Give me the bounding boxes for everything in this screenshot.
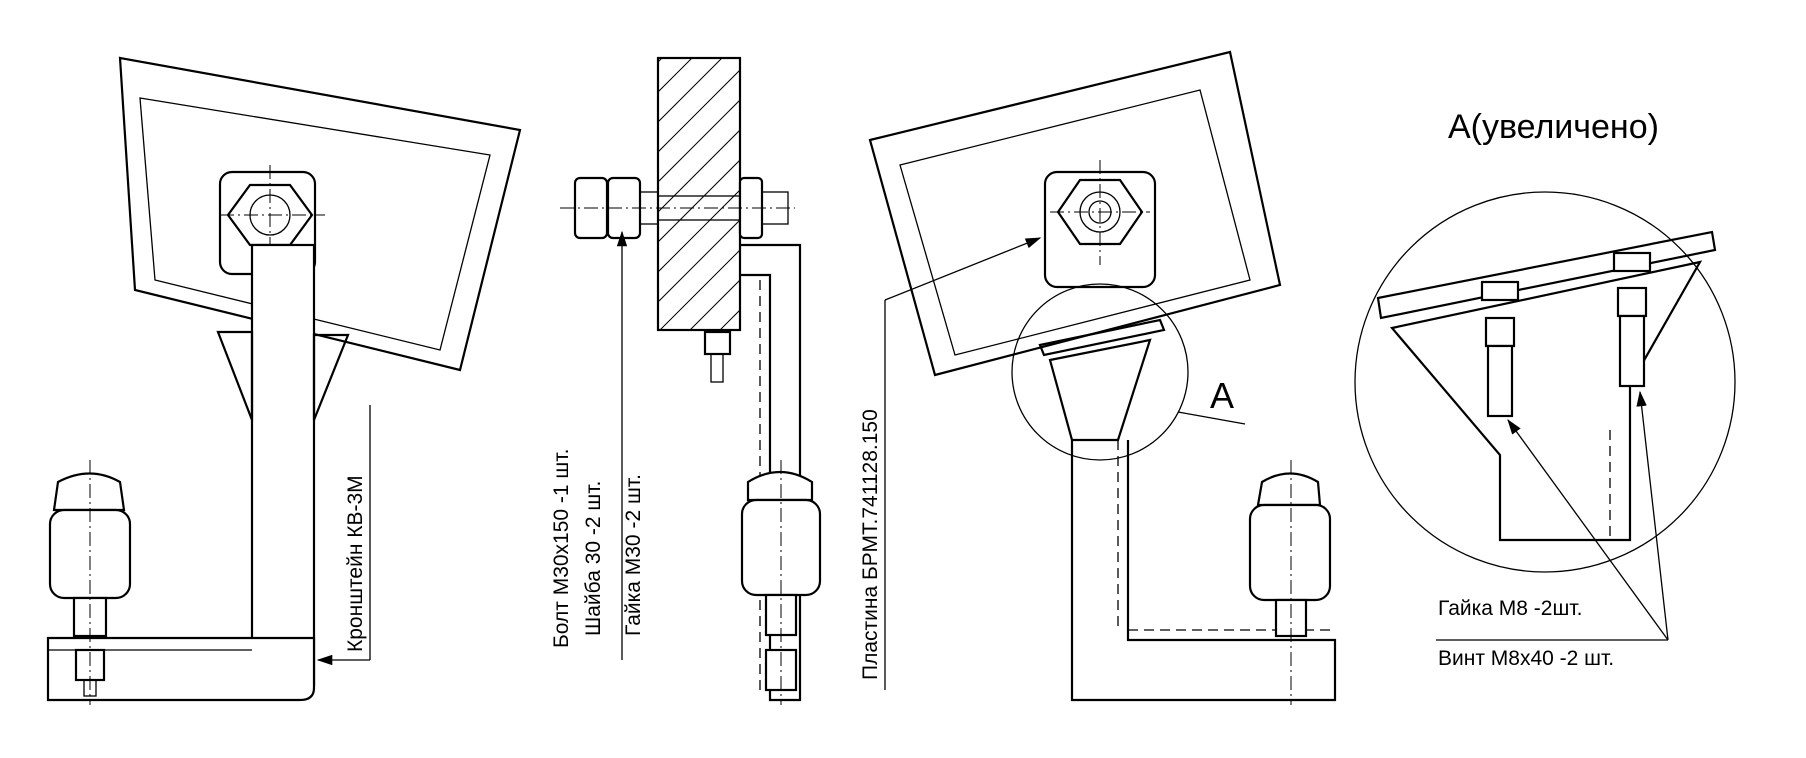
label-section-ref: А (1210, 375, 1234, 416)
label-nut30: Гайка М30 -2 шт. (622, 474, 645, 636)
label-bolt: Болт М30х150 -1 шт. (550, 449, 573, 648)
view-left-bracket: Кронштейн КВ-3М (46, 56, 522, 705)
label-bracket: Кронштейн КВ-3М (344, 475, 367, 652)
detail-title: А(увеличено) (1448, 108, 1659, 146)
detail-a-enlarged: А(увеличено) Гайка М8 -2шт. Винт М8х40 -… (1354, 108, 1736, 670)
label-plate: Пластина БРМТ.741128.150 (859, 409, 882, 680)
label-nut8: Гайка М8 -2шт. (1438, 597, 1582, 620)
view-right-assembly: А Пластина БРМТ.741128.150 (859, 50, 1337, 705)
view-side-section: Болт М30х150 -1 шт. Шайба 30 -2 шт. Гайк… (550, 56, 822, 705)
label-washer: Шайба 30 -2 шт. (582, 481, 605, 636)
label-screw8: Винт М8х40 -2 шт. (1438, 647, 1614, 670)
